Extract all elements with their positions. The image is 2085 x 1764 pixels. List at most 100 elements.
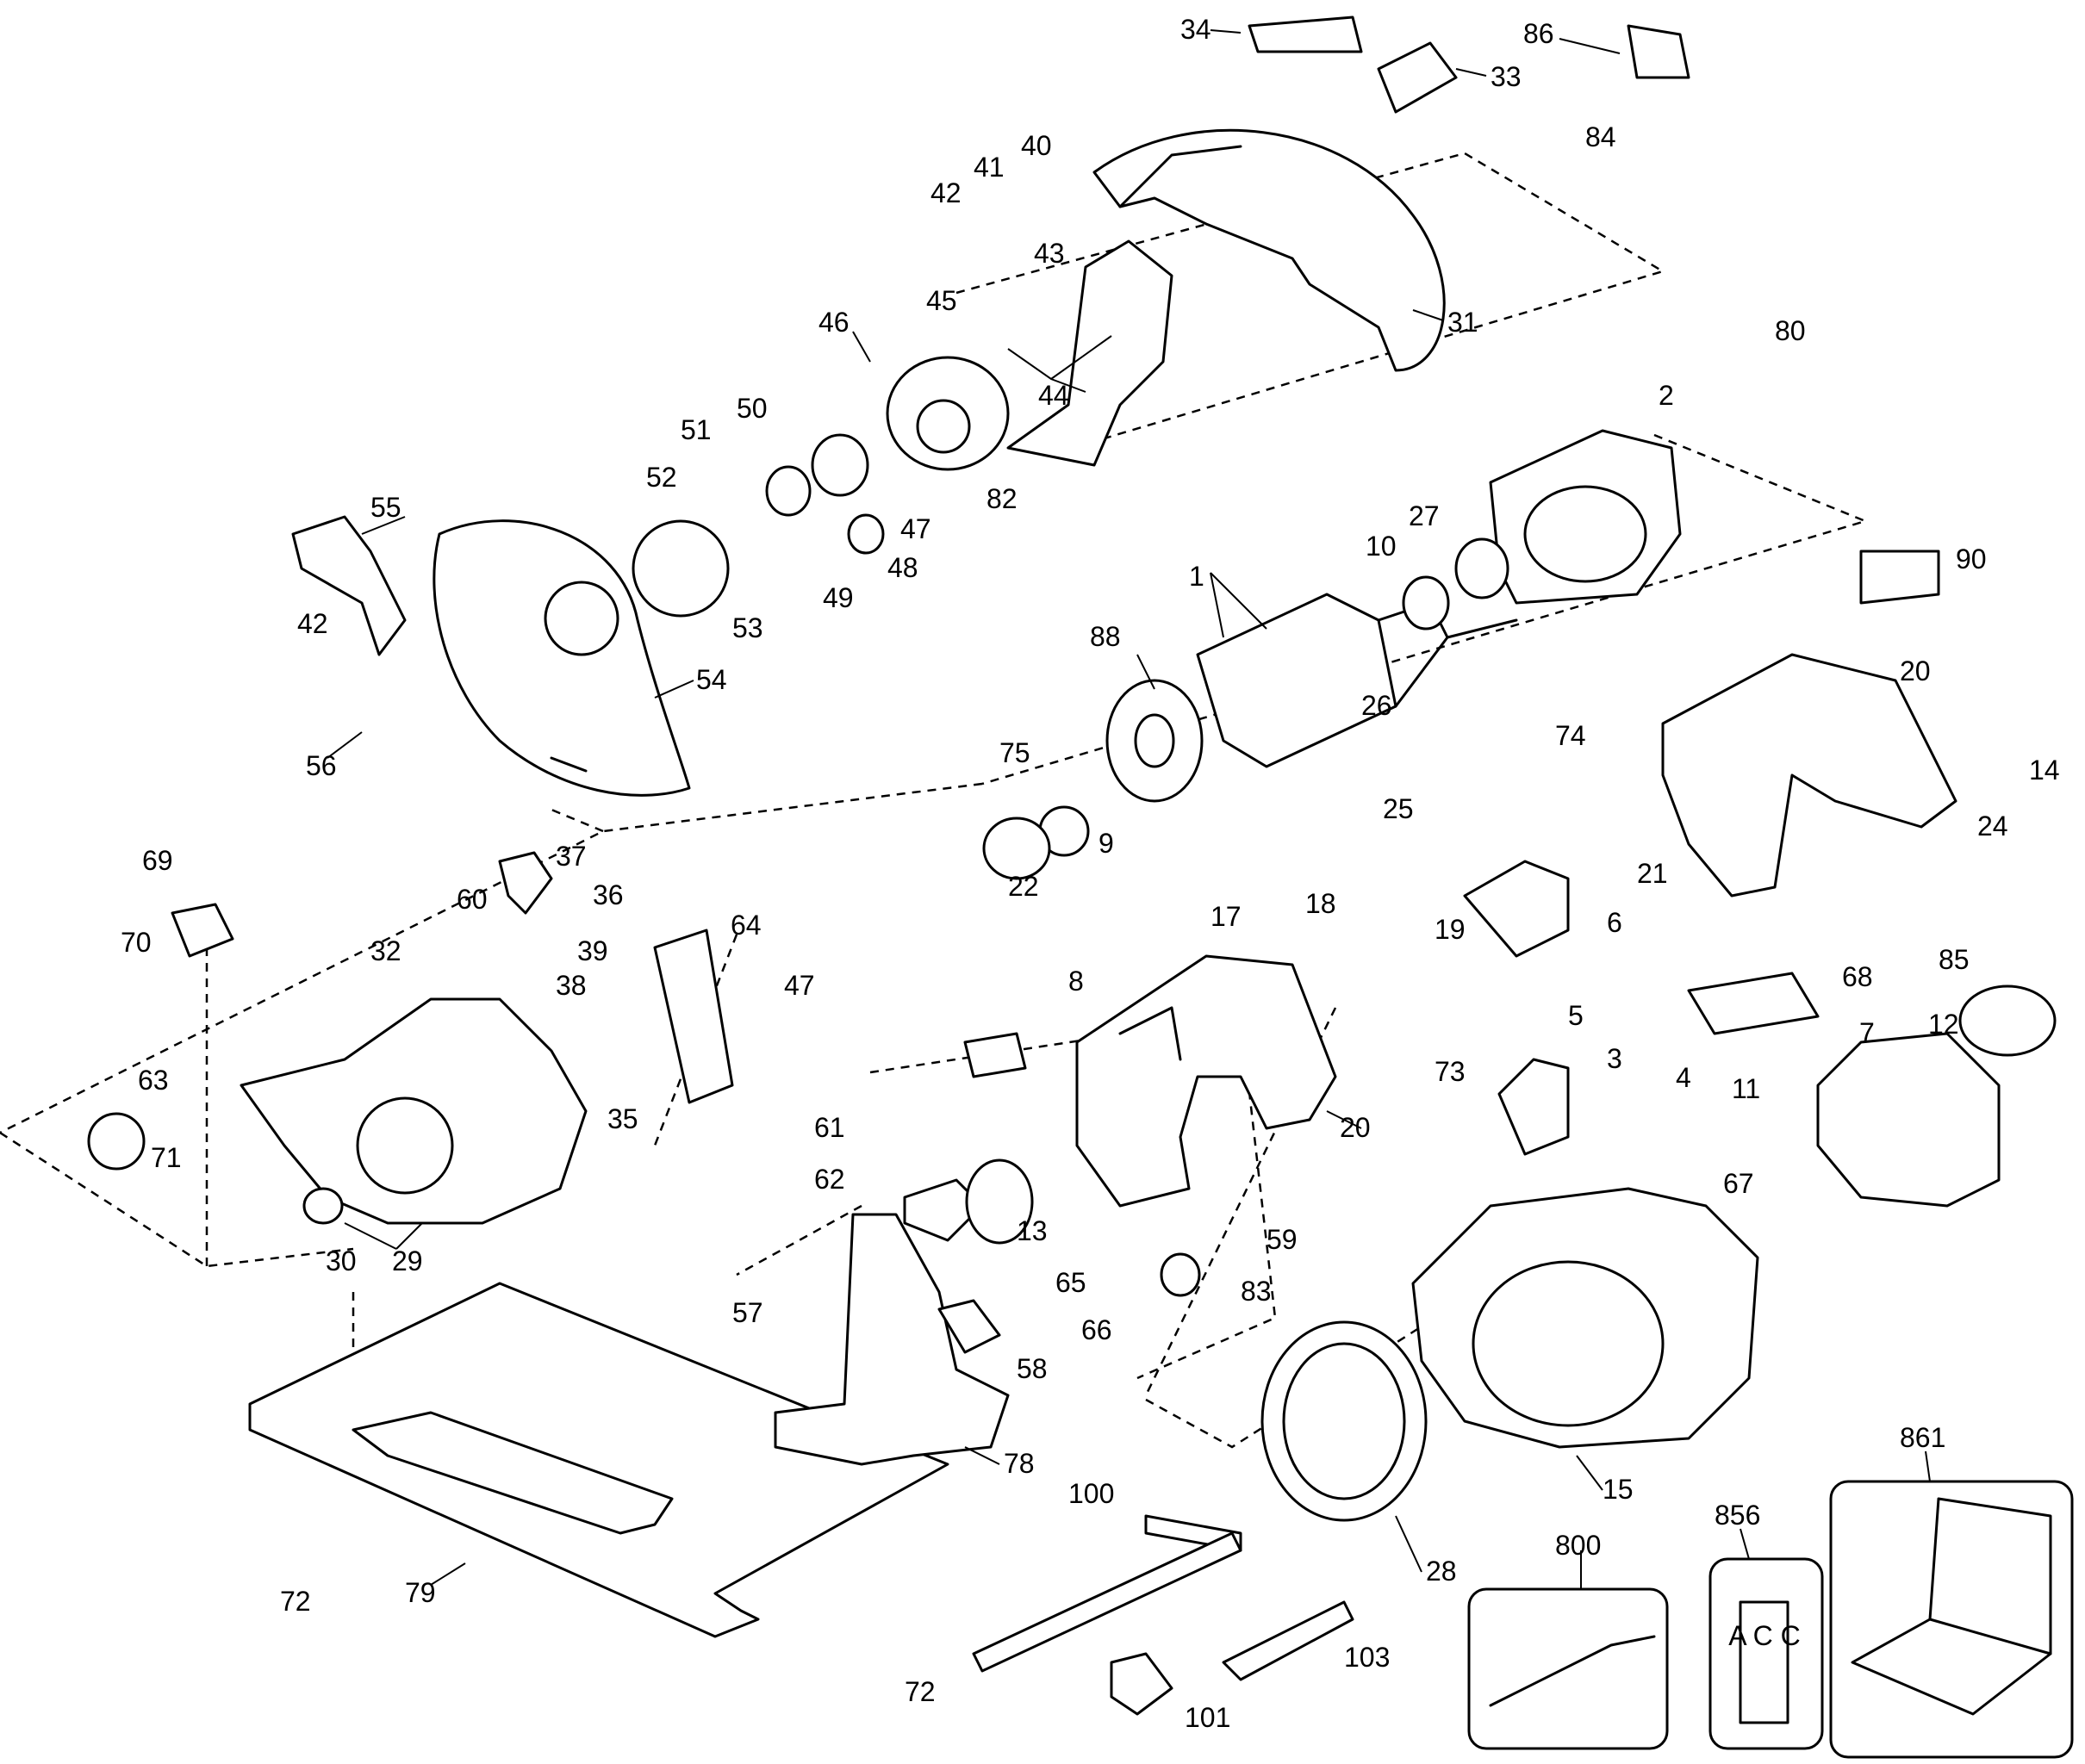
label-20b: 20 <box>1340 1112 1371 1143</box>
label-29: 29 <box>392 1245 423 1276</box>
label-64: 64 <box>731 910 762 941</box>
label-42b: 42 <box>297 608 328 639</box>
label-15: 15 <box>1603 1474 1634 1505</box>
inset-856-text: A C C <box>1728 1620 1801 1651</box>
label-80: 80 <box>1775 315 1806 346</box>
label-49: 49 <box>823 582 854 613</box>
shoe-base-plate <box>248 1282 949 1638</box>
label-59: 59 <box>1267 1224 1298 1255</box>
label-3: 3 <box>1607 1043 1622 1074</box>
label-63: 63 <box>138 1065 169 1096</box>
label-22: 22 <box>1008 871 1039 902</box>
depth-knob <box>903 1158 1034 1245</box>
label-50: 50 <box>737 393 768 424</box>
label-58: 58 <box>1017 1353 1048 1384</box>
inset-800 <box>1467 1587 1669 1750</box>
label-88: 88 <box>1090 621 1121 652</box>
label-73: 73 <box>1435 1056 1466 1087</box>
label-27: 27 <box>1409 500 1440 531</box>
label-38: 38 <box>556 970 587 1001</box>
label-79: 79 <box>405 1577 436 1608</box>
label-7: 7 <box>1859 1017 1875 1048</box>
label-12: 12 <box>1928 1009 1959 1040</box>
label-856: 856 <box>1715 1500 1760 1531</box>
label-71: 71 <box>151 1142 182 1173</box>
label-62: 62 <box>814 1164 845 1195</box>
label-31: 31 <box>1447 307 1478 338</box>
leader-lines <box>327 29 1931 1589</box>
bevel-bracket <box>774 1213 1010 1466</box>
label-800: 800 <box>1555 1530 1601 1561</box>
label-36: 36 <box>593 879 624 910</box>
label-28: 28 <box>1426 1556 1457 1587</box>
label-54: 54 <box>696 664 727 695</box>
label-41: 41 <box>974 152 1005 183</box>
label-90: 90 <box>1956 543 1987 575</box>
label-47b: 47 <box>784 970 815 1001</box>
label-43: 43 <box>1034 238 1065 269</box>
label-46: 46 <box>818 307 850 338</box>
label-24: 24 <box>1977 811 2008 842</box>
label-11: 11 <box>1732 1073 1760 1104</box>
armature <box>1105 593 1518 803</box>
label-33: 33 <box>1491 61 1522 92</box>
handle-half-left <box>1075 954 1337 1208</box>
label-44: 44 <box>1038 380 1069 411</box>
gear-case <box>240 997 588 1225</box>
label-101: 101 <box>1185 1702 1230 1733</box>
label-42a: 42 <box>930 177 962 208</box>
handle-half-right <box>1661 653 1957 898</box>
label-61: 61 <box>814 1112 845 1143</box>
label-1: 1 <box>1189 561 1204 592</box>
label-74: 74 <box>1555 720 1586 751</box>
label-60: 60 <box>457 884 488 915</box>
inset-861 <box>1829 1480 2074 1759</box>
label-40: 40 <box>1021 130 1052 161</box>
label-100: 100 <box>1068 1478 1114 1509</box>
label-82: 82 <box>986 483 1018 514</box>
field-coil <box>1489 429 1682 605</box>
label-35: 35 <box>607 1103 638 1134</box>
label-2: 2 <box>1659 380 1674 411</box>
label-55: 55 <box>370 492 401 523</box>
label-8: 8 <box>1068 966 1084 997</box>
label-45: 45 <box>926 285 957 316</box>
label-21: 21 <box>1637 858 1668 889</box>
upper-blade-guard <box>1092 128 1446 372</box>
label-48: 48 <box>887 552 918 583</box>
label-14: 14 <box>2029 755 2060 786</box>
label-53: 53 <box>732 612 763 643</box>
lower-blade-guard <box>433 519 691 797</box>
inset-856: A C C <box>1708 1557 1824 1750</box>
label-6: 6 <box>1607 907 1622 938</box>
label-78: 78 <box>1004 1448 1035 1479</box>
label-72b: 72 <box>905 1676 936 1707</box>
label-47a: 47 <box>900 513 931 544</box>
label-66: 66 <box>1081 1314 1112 1345</box>
label-9: 9 <box>1099 828 1114 859</box>
motor-housing <box>1411 1187 1759 1449</box>
label-19: 19 <box>1435 914 1466 945</box>
label-83: 83 <box>1241 1276 1272 1307</box>
label-4: 4 <box>1676 1062 1691 1093</box>
part-labels: 1 2 3 4 5 6 7 8 9 10 11 12 13 14 15 17 1… <box>121 14 2060 1733</box>
label-37: 37 <box>556 841 587 872</box>
label-32: 32 <box>370 935 401 966</box>
label-72a: 72 <box>280 1586 311 1617</box>
label-67: 67 <box>1723 1168 1754 1199</box>
label-86: 86 <box>1523 18 1554 49</box>
label-52: 52 <box>646 462 677 493</box>
label-39: 39 <box>577 935 608 966</box>
label-17: 17 <box>1211 901 1242 932</box>
label-51: 51 <box>681 414 712 445</box>
label-57: 57 <box>732 1297 763 1328</box>
label-20a: 20 <box>1900 655 1931 686</box>
label-75: 75 <box>999 737 1030 768</box>
label-18: 18 <box>1305 888 1336 919</box>
label-861: 861 <box>1900 1422 1945 1453</box>
brush-end-cap <box>1816 1032 2001 1208</box>
label-10: 10 <box>1366 531 1397 562</box>
label-34: 34 <box>1180 14 1211 45</box>
label-5: 5 <box>1568 1000 1584 1031</box>
